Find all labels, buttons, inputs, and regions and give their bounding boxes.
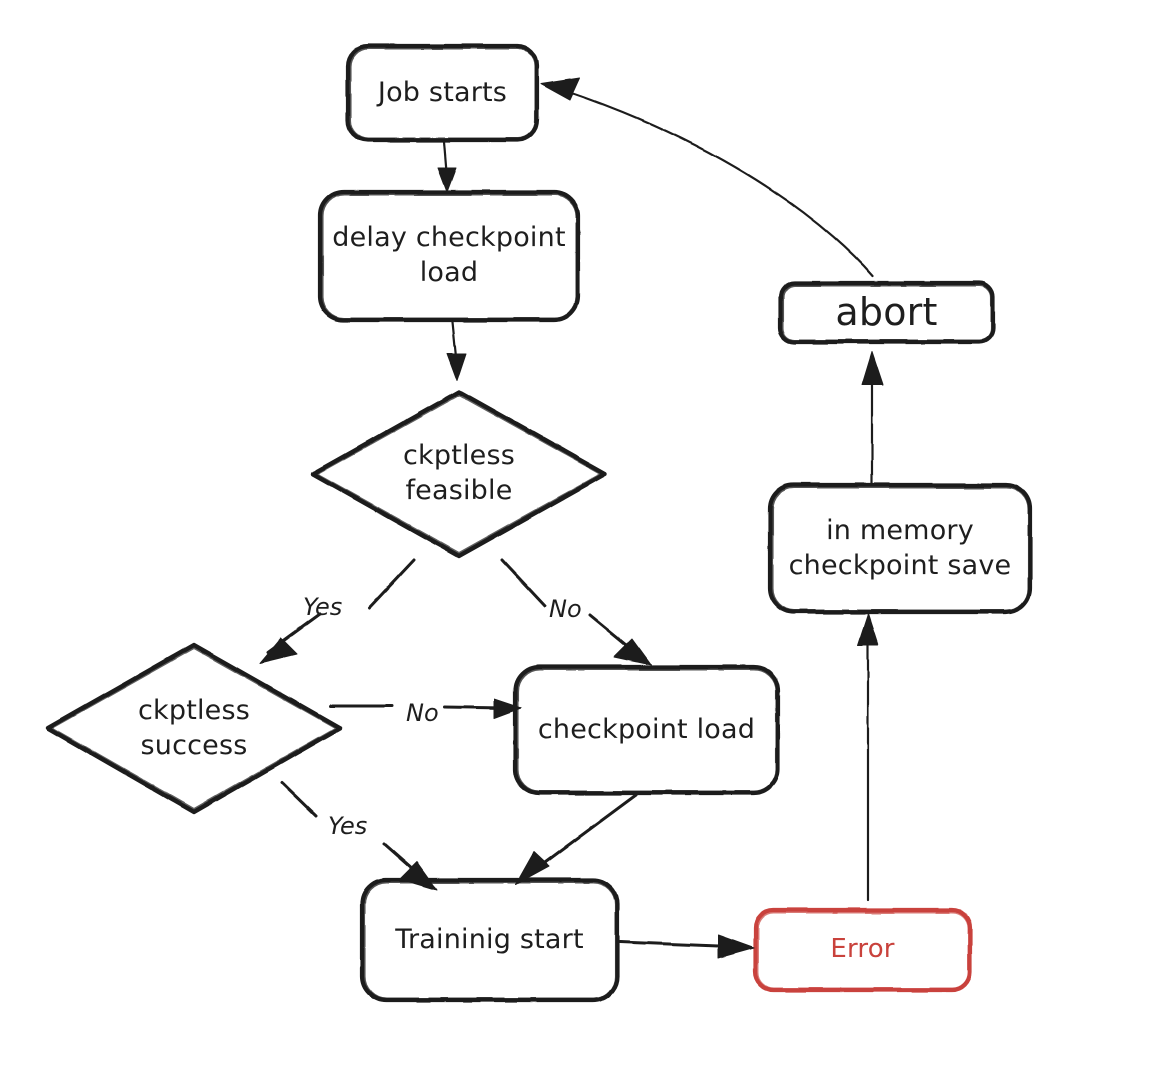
edge-delay-checkpoint-load-to-ckptless-feasible (446, 320, 467, 382)
edge-ckptless-success-to-checkpoint-load (329, 698, 522, 719)
node-ckptless-success[interactable] (48, 645, 340, 812)
node-delay-checkpoint-load[interactable] (320, 192, 578, 320)
edge-ckptless-feasible-to-ckptless-success (259, 558, 416, 664)
edge-checkpoint-load-to-training-start (515, 793, 638, 885)
node-shape-training-start (359, 877, 620, 1003)
node-abort[interactable] (780, 283, 993, 342)
node-shape-ckptless-success (45, 642, 343, 815)
node-error[interactable] (755, 910, 970, 990)
node-job-starts[interactable] (348, 46, 537, 140)
edge-error-to-in-memory-checkpoint-save (857, 613, 879, 902)
edge-ckptless-feasible-to-checkpoint-load (500, 558, 652, 666)
node-in-memory-checkpoint-save[interactable] (770, 485, 1030, 612)
node-shape-job-starts (345, 43, 540, 143)
node-shape-ckptless-feasible (310, 389, 608, 559)
node-checkpoint-load[interactable] (515, 667, 778, 793)
node-shape-in-memory-checkpoint-save (767, 482, 1033, 615)
node-training-start[interactable] (362, 880, 617, 1000)
node-shape-checkpoint-load (512, 664, 781, 796)
node-shape-error (752, 907, 973, 993)
node-shape-abort (777, 280, 996, 345)
edge-ckptless-success-to-training-start (280, 781, 438, 891)
edge-abort-to-job-starts (540, 77, 875, 278)
edge-job-starts-to-delay-checkpoint-load (437, 140, 457, 193)
edge-training-start-to-error (618, 934, 755, 959)
node-shape-delay-checkpoint-load (317, 189, 581, 323)
edge-in-memory-checkpoint-save-to-abort (861, 351, 884, 485)
node-ckptless-feasible[interactable] (313, 392, 605, 556)
